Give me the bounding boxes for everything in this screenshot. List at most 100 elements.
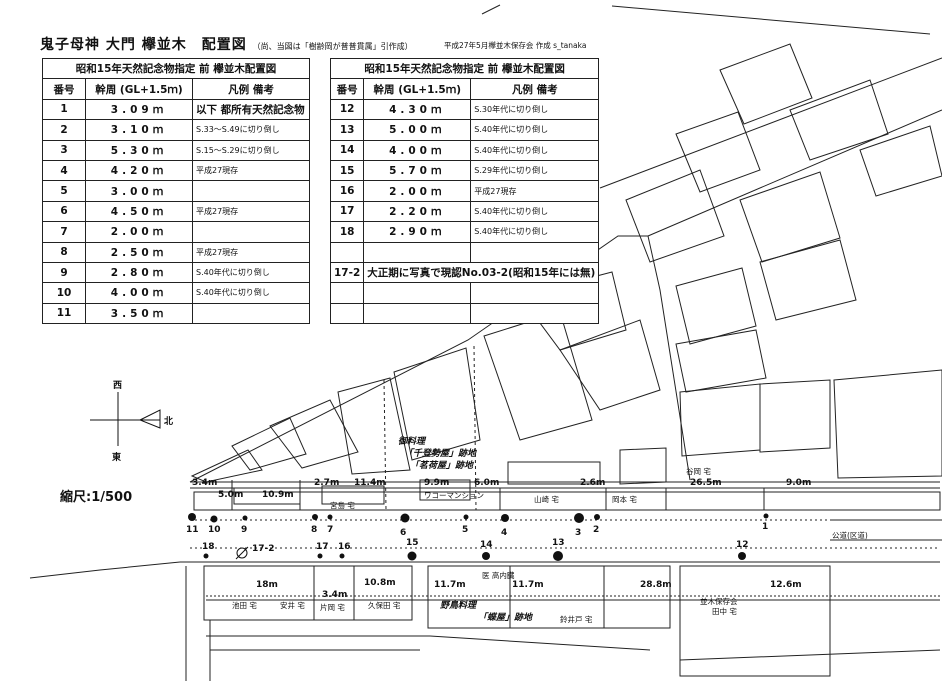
building-label: 医 高内臓 [482, 571, 515, 580]
tree-remark: S.40年代に切り倒し [470, 200, 600, 223]
map-credit: 平成27年5月欅並木保存会 作成 s_tanaka [444, 41, 587, 50]
tree-label: 3 [575, 528, 582, 538]
table-row [329, 302, 600, 325]
tree-label: 10 [208, 525, 221, 535]
table-caption: 昭和15年天然記念物指定 前 欅並木配置図 [329, 57, 600, 80]
tree-number: 14 [329, 139, 365, 161]
tree-remark [192, 302, 310, 325]
tree-label: 9 [241, 525, 248, 535]
distance-label: 9.9m [424, 478, 450, 488]
distance-label: 26.5m [690, 478, 722, 488]
tree-number: 5 [42, 180, 86, 202]
tree-number: 15 [329, 159, 365, 182]
distance-label: 11.7m [512, 580, 544, 590]
tree-label: 11 [186, 525, 199, 535]
col-girth: 幹周 (GL+1.5ｍ) [363, 78, 472, 100]
distance-label: 2.6m [580, 478, 606, 488]
historic-label: 御料理 [398, 437, 426, 447]
distance-label: 6.0m [474, 478, 500, 488]
tree-remark: 平成27現存 [192, 200, 310, 223]
tree-number: 1 [42, 98, 86, 121]
tree-label: 15 [406, 538, 419, 548]
tree-girth: 4.00ｍ [85, 282, 193, 304]
col-remark: 凡例 備考 [470, 78, 600, 100]
table-row [329, 241, 600, 263]
col-girth: 幹周 (GL+1.5ｍ) [85, 78, 193, 100]
building-label: 久保田 宅 [368, 601, 401, 610]
building-label: 谷岡 宅 [686, 467, 711, 476]
map-title-note: （尚、当図は「樹齢岡が普普貫属」引作成） [252, 42, 413, 51]
building-label: 宮島 宅 [330, 501, 355, 510]
tree-number: 9 [42, 261, 86, 284]
tree-girth: 5.00ｍ [363, 119, 472, 141]
tree-label: 12 [736, 540, 749, 550]
tree-remark: 平成27現存 [192, 241, 310, 263]
tree-label: 18 [202, 542, 215, 552]
tree-remark: 以下 都所有天然記念物 [192, 98, 310, 121]
distance-label: 2.7m [314, 478, 340, 488]
tree-remark: 平成27現存 [192, 159, 310, 182]
tree-remark: S.33～S.49に切り倒し [192, 119, 310, 141]
tree-girth: 2.90ｍ [363, 221, 472, 243]
tree-girth: 2.00ｍ [85, 221, 193, 243]
tree-girth: 3.50ｍ [85, 302, 193, 325]
tree-remark: S.40年代に切り倒し [192, 282, 310, 304]
tree-label: 5 [462, 525, 469, 535]
tree-label: 6 [400, 528, 407, 538]
tree-remark: S.40年代に切り倒し [192, 261, 310, 284]
historic-label: 野鳥料理 [440, 601, 477, 611]
road-label: 公道(区道) [832, 531, 868, 540]
distance-label: 10.9m [262, 490, 294, 500]
tree-remark: S.40年代に切り倒し [470, 139, 600, 161]
tree-remark: 平成27現存 [470, 180, 600, 202]
compass-west: 西 [113, 381, 123, 391]
building-label: 並木保存会 [700, 597, 738, 606]
building-label: 池田 宅 [232, 601, 257, 610]
historic-label: 「千登勢屋」跡地 [404, 449, 477, 459]
tree-register-left: 昭和15年天然記念物指定 前 欅並木配置図 番号 幹周 (GL+1.5ｍ) 凡例… [42, 57, 310, 325]
tree-girth: 4.00ｍ [363, 139, 472, 161]
tree-girth: 2.50ｍ [85, 241, 193, 263]
distance-label: 3.4m [192, 478, 218, 488]
tree-number: 18 [329, 221, 365, 243]
tree-girth: 3.00ｍ [85, 180, 193, 202]
distance-label: 3.4m [322, 590, 348, 600]
tree-note: 大正期に写真で現認No.03-2(昭和15年には無) [363, 261, 600, 284]
tree-girth: 4.20ｍ [85, 159, 193, 182]
distance-label: 18m [256, 580, 278, 590]
distance-label: 11.7m [434, 580, 466, 590]
tree-girth: 2.20ｍ [363, 200, 472, 223]
tree-number: 16 [329, 180, 365, 202]
missing-tree-label: 17-2 [252, 544, 275, 554]
col-remark: 凡例 備考 [192, 78, 310, 100]
tree-register-right: 昭和15年天然記念物指定 前 欅並木配置図 番号 幹周 (GL+1.5ｍ) 凡例… [329, 57, 600, 325]
col-number: 番号 [42, 78, 86, 100]
tree-number: 17 [329, 200, 365, 223]
tree-girth: 5.70ｍ [363, 159, 472, 182]
tree-number: 3 [42, 139, 86, 161]
building-label: 岡本 宅 [612, 495, 637, 504]
tree-label: 2 [593, 525, 600, 535]
building-label: 山崎 宅 [534, 495, 559, 504]
historic-label: 「茗荷屋」跡地 [410, 461, 474, 471]
distance-label: 10.8m [364, 578, 396, 588]
distance-label: 12.6m [770, 580, 802, 590]
tree-label: 1 [762, 522, 769, 532]
map-title: 鬼子母神 大門 欅並木 配置図 （尚、当図は「樹齢岡が普普貫属」引作成） [40, 34, 413, 54]
tree-label: 17 [316, 542, 329, 552]
tree-remark: S.40年代に切り倒し [470, 119, 600, 141]
historic-label: 「蝶屋」跡地 [478, 613, 533, 623]
